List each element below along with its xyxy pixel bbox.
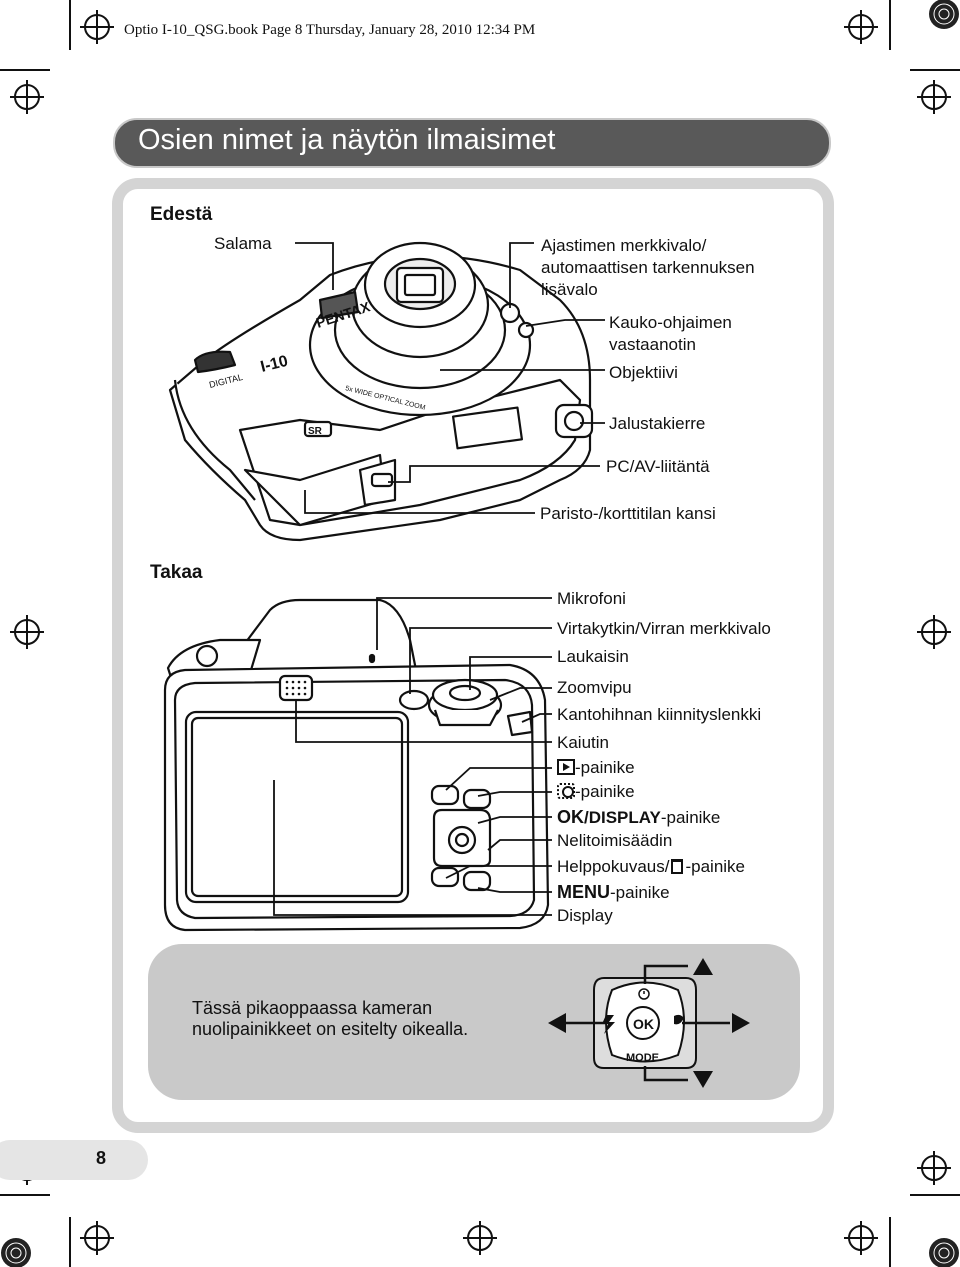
battery-label: Paristo-/korttitilan kansi <box>540 504 716 523</box>
play-button-label: -painike <box>557 758 635 778</box>
dpad-mode-text: MODE <box>626 1052 659 1064</box>
menu-button-label: MENU-painike <box>557 882 670 902</box>
four-way-label: Nelitoimisäädin <box>557 831 673 850</box>
front-heading: Edestä <box>150 204 213 225</box>
flash-label: Salama <box>214 234 272 253</box>
back-heading: Takaa <box>150 562 203 583</box>
self-timer-label-3: lisävalo <box>541 280 598 299</box>
left-arrow-icon <box>548 1013 566 1033</box>
right-arrow-icon <box>732 1013 750 1033</box>
page-title: Osien nimet ja näytön ilmaisimet <box>138 124 556 156</box>
face-button-label: -painike <box>557 782 635 802</box>
remote-label-1: Kauko-ohjaimen <box>609 313 732 332</box>
green-button-label: Helppokuvaus/-painike <box>557 857 746 876</box>
pcav-label: PC/AV-liitäntä <box>606 457 710 476</box>
strap-label: Kantohihnan kiinnityslenkki <box>557 705 762 724</box>
up-arrow-icon <box>693 958 713 975</box>
title-bar <box>113 118 831 168</box>
dpad-ok-text: OK <box>633 1016 654 1032</box>
lens-label: Objektiivi <box>609 363 678 382</box>
remote-label-2: vastaanotin <box>609 335 696 354</box>
page-number: 8 <box>96 1148 107 1168</box>
down-arrow-icon <box>693 1071 713 1088</box>
model-text: I-10 <box>259 353 290 376</box>
shutter-label: Laukaisin <box>557 647 629 666</box>
face-detect-icon <box>557 783 575 799</box>
tripod-label: Jalustakierre <box>609 414 706 433</box>
self-timer-icon <box>638 988 650 1000</box>
flash-icon <box>602 1015 615 1034</box>
display-label: Display <box>557 906 613 925</box>
power-label: Virtakytkin/Virran merkkivalo <box>557 619 771 638</box>
print-header: Optio I-10_QSG.book Page 8 Thursday, Jan… <box>124 22 536 38</box>
ok-display-label: OK/DISPLAY-painike <box>557 807 721 827</box>
zoom-label: Zoomvipu <box>557 678 632 697</box>
speaker-label: Kaiutin <box>557 733 609 752</box>
self-timer-label-2: automaattisen tarkennuksen <box>541 258 755 277</box>
trash-icon <box>671 859 684 874</box>
note-text: Tässä pikaoppaassa kameran nuolipainikke… <box>192 998 469 1039</box>
mic-label: Mikrofoni <box>557 589 626 608</box>
sr-text: SR <box>308 426 323 437</box>
macro-icon <box>674 1014 684 1031</box>
play-icon <box>557 759 575 775</box>
self-timer-label-1: Ajastimen merkkivalo/ <box>541 236 707 255</box>
page-number-tab <box>0 1140 148 1180</box>
